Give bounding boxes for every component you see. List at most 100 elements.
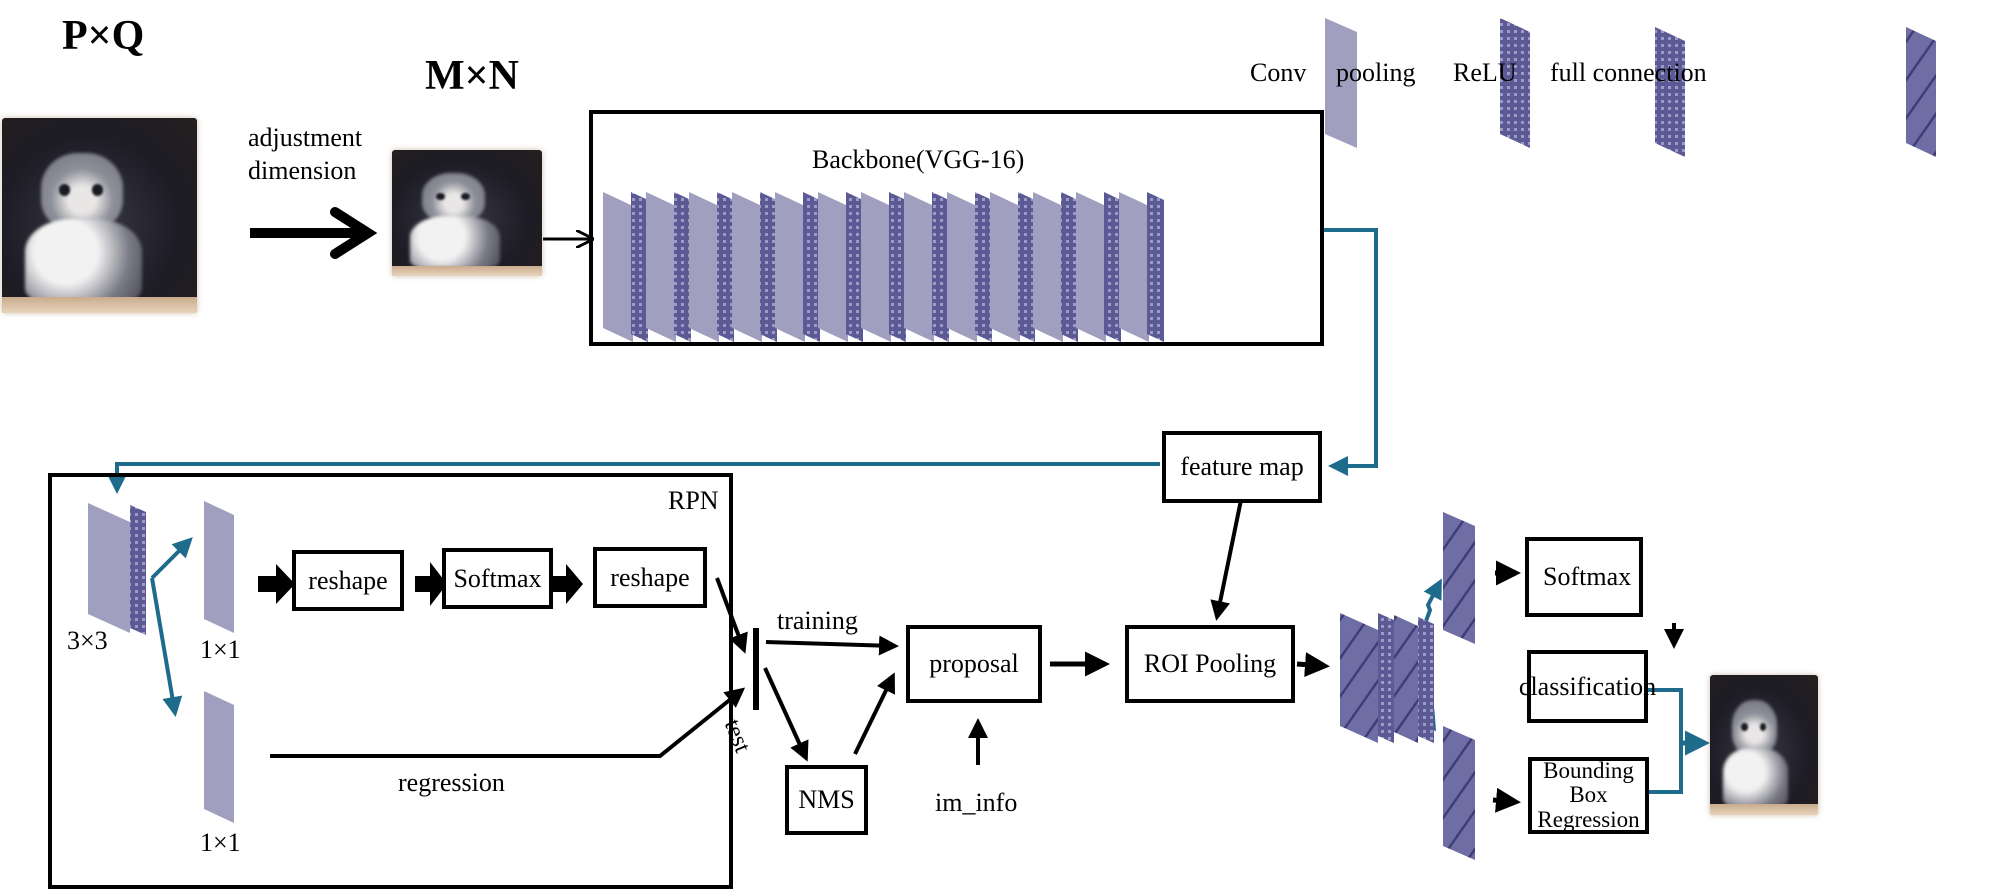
proposal-box[interactable]: proposal [906,625,1042,703]
backbone-layer-slab [803,192,820,342]
feature-map-box[interactable]: feature map [1162,431,1322,503]
backbone-layer-slab [674,192,691,342]
input-image [2,118,197,313]
backbone-to-featuremap-arrow [1320,228,1378,476]
backbone-layer-slab [932,192,949,342]
classification-box[interactable]: classification [1519,650,1656,723]
conv1x1-lower-label: 1×1 [200,828,241,857]
backbone-layer-slab [732,192,762,342]
resize-label-line2: dimension [248,156,357,185]
feature-map-label: feature map [1180,452,1304,482]
head-softmax-box[interactable]: Softmax [1525,537,1643,617]
input-size-label: P×Q [62,13,145,59]
rpn-reshape-box-2[interactable]: reshape [593,547,707,608]
post-roi-fc-slab-2 [1394,615,1418,743]
bbox-regression-label-line1: Bounding Box [1543,758,1634,808]
featuremap-to-rpn-arrow [107,462,1160,494]
post-roi-relu-slab-1 [1378,613,1394,743]
rpn-block-arrows [258,562,583,606]
backbone-layer-slab [775,192,805,342]
backbone-layer-slab [646,192,676,342]
post-roi-fc-slab-1 [1340,613,1378,743]
rpn-split-down-arrow [150,577,183,717]
proposal-label: proposal [929,649,1019,679]
backbone-layer-slab [818,192,848,342]
to-bbox-arrow [1492,787,1521,813]
post-roi-relu-slab-2 [1418,617,1434,743]
rpn-conv3x3-relu-slab [130,505,146,635]
backbone-layer-slab [1119,192,1149,342]
regression-line [270,687,746,758]
backbone-layer-slab [846,192,863,342]
rpn-title: RPN [668,486,719,515]
legend-conv-label: Conv [1250,58,1307,87]
rpn-softmax-label: Softmax [453,563,542,593]
backbone-layer-slab [1076,192,1106,342]
backbone-layer-slab [975,192,992,342]
head-softmax-label: Softmax [1543,562,1632,592]
legend-pooling-label: pooling [1336,58,1416,87]
legend-relu-label: ReLU [1453,58,1517,87]
nms-label: NMS [798,785,855,815]
nms-box[interactable]: NMS [785,765,868,835]
im-info-label: im_info [935,788,1018,817]
backbone-frame [589,110,1324,346]
classification-label: classification [1518,671,1657,701]
backbone-title: Backbone(VGG-16) [812,145,1025,174]
legend-pooling-slab [1500,18,1530,148]
backbone-layer-slab [861,192,891,342]
bbox-regression-label-line2: Regression [1537,806,1640,832]
backbone-layer-slab [717,192,734,342]
legend-conv-slab [1325,18,1357,148]
resized-size-label: M×N [425,53,519,99]
test-arrow [763,667,809,762]
resize-label-line1: adjustment [248,123,363,152]
backbone-layer-slab [1104,192,1121,342]
resize-arrow-head [330,207,378,259]
backbone-layer-slab [904,192,934,342]
conv1x1-upper-label: 1×1 [200,635,241,664]
legend-relu-slab [1655,27,1685,157]
output-image [1710,675,1818,815]
bbox-merge-line [1648,743,1683,794]
backbone-layer-slab [947,192,977,342]
roi-pooling-box[interactable]: ROI Pooling [1125,625,1295,703]
head-cls-fc-slab [1443,512,1475,644]
backbone-layer-slab [1061,192,1078,342]
resized-image [392,150,542,276]
backbone-layer-slab [990,192,1020,342]
rpn-conv1x1-lower-slab [204,691,234,823]
backbone-layer-slab [631,192,648,342]
rpn-reshape-label-2: reshape [610,562,690,592]
training-label: training [777,606,858,635]
rpn-frame [48,473,733,889]
backbone-layer-slab [889,192,906,342]
nms-to-proposal-arrow [853,672,895,755]
conv3x3-label: 3×3 [67,626,108,655]
head-bbox-fc-slab [1443,726,1475,860]
rpn-split-up-arrow [150,537,193,580]
regression-label: regression [398,768,505,797]
backbone-layer-slab [603,192,633,342]
bbox-regression-box[interactable]: Bounding Box Regression [1528,757,1649,834]
backbone-layer-slab [1147,192,1164,342]
rpn-conv1x1-upper-slab [204,501,234,633]
legend-fc-label: full connection [1550,58,1707,87]
backbone-layer-slab [1018,192,1035,342]
classification-merge-line [1648,688,1683,743]
roi-pooling-label: ROI Pooling [1143,649,1277,679]
backbone-layer-slab [689,192,719,342]
roi-to-stack-arrow [1296,652,1330,678]
training-arrow [765,635,899,656]
backbone-layer-slab [1033,192,1063,342]
backbone-layer-slab [760,192,777,342]
legend-fc-slab [1906,27,1936,157]
layer-slabs [88,18,1936,860]
rpn-conv3x3-slab [88,503,130,633]
rpn-reshape-box-1[interactable]: reshape [292,550,404,611]
rpn-reshape-label-1: reshape [308,565,388,595]
rpn-softmax-box[interactable]: Softmax [442,548,553,609]
featuremap-to-roi-arrow [1210,499,1243,621]
